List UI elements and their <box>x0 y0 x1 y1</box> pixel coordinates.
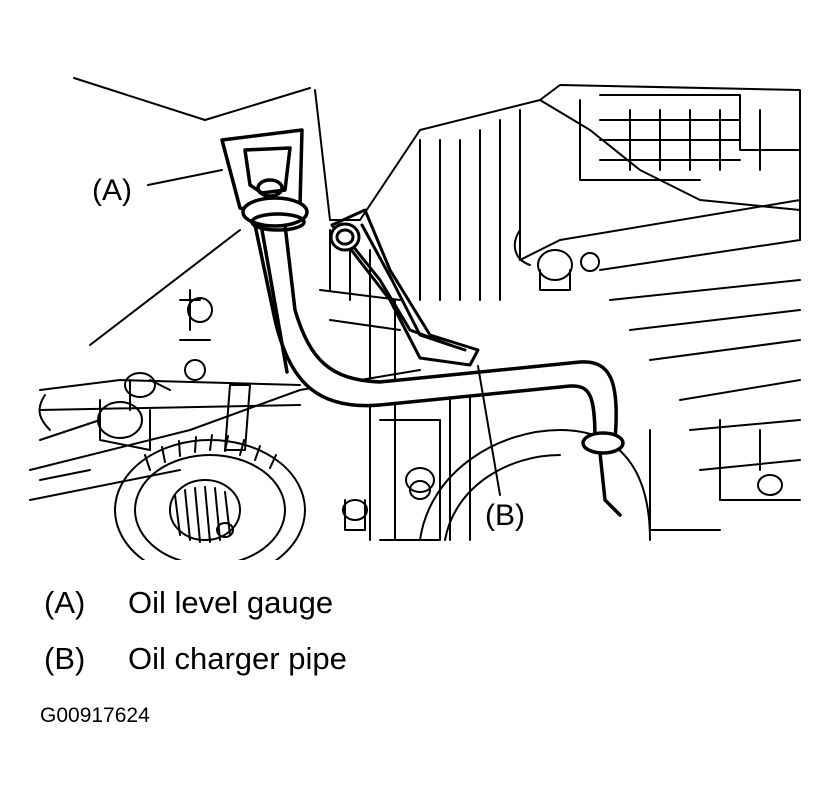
legend-label: Oil charger pipe <box>128 641 347 676</box>
legend-item-b: (B) Oil charger pipe <box>44 641 347 677</box>
bolts <box>409 229 783 500</box>
legend-key: (A) <box>44 585 86 620</box>
extra-leader <box>89 229 241 346</box>
oil-charger-pipe <box>253 223 625 517</box>
legend-item-a: (A) Oil level gauge <box>44 585 333 621</box>
timing-belt-pulleys <box>29 289 421 560</box>
oil-level-gauge <box>220 128 309 232</box>
callout-a-leader <box>147 169 223 186</box>
engine-illustration: (A) (B) <box>29 77 801 560</box>
crank-pulley <box>342 299 651 541</box>
callout-b-leader <box>477 365 501 496</box>
legend-key: (B) <box>44 641 86 676</box>
figure-id: G00917624 <box>40 704 150 727</box>
callout-b-label: (B) <box>485 499 525 532</box>
legend-label: Oil level gauge <box>128 585 334 620</box>
engine-block-outline <box>73 77 801 531</box>
callout-a-label: (A) <box>92 174 132 207</box>
mounting-bracket <box>329 208 480 367</box>
